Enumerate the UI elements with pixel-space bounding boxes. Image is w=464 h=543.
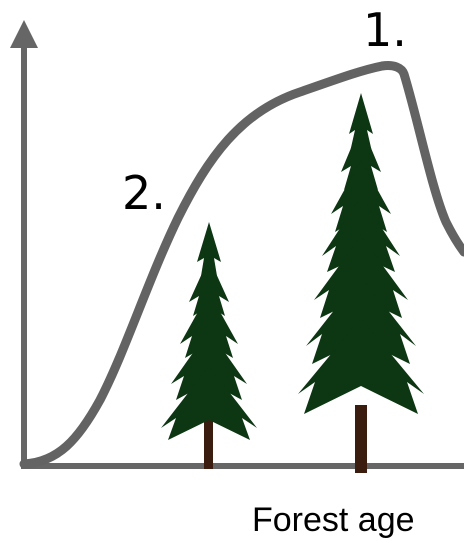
marker-1-label: 1. <box>363 3 407 57</box>
large-tree-trunk <box>355 405 367 473</box>
y-axis-arrowhead <box>10 20 38 48</box>
large-tree-foliage <box>298 93 424 414</box>
large-spruce-tree-icon <box>298 93 424 473</box>
growth-curve <box>19 61 464 469</box>
axes <box>10 20 464 469</box>
marker-2-label: 2. <box>122 166 166 220</box>
x-axis-label: Forest age <box>252 501 415 539</box>
small-tree-trunk <box>204 395 213 469</box>
small-tree-foliage <box>161 222 257 440</box>
small-spruce-tree-icon <box>161 222 257 469</box>
